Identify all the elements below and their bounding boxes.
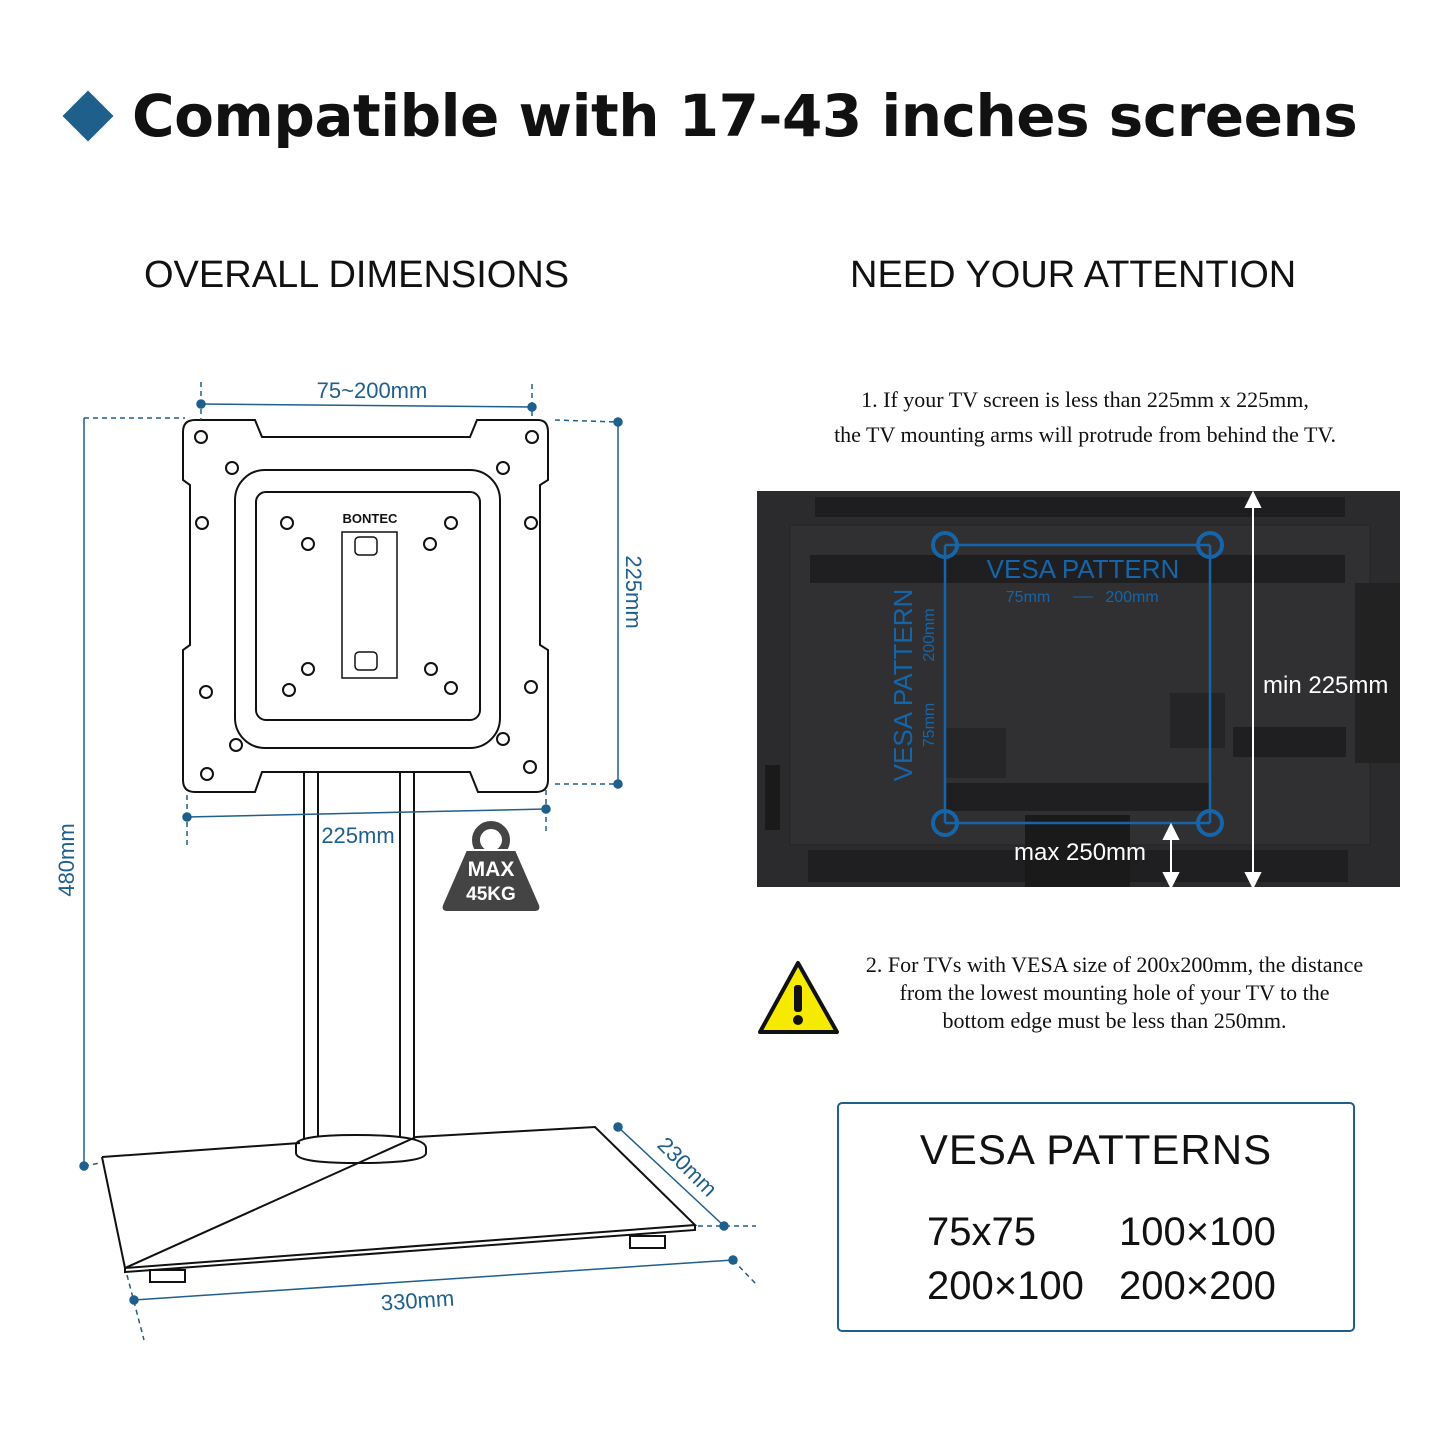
weight-badge-line2: 45KG (466, 884, 516, 905)
note1-line2: the TV mounting arms will protrude from … (834, 422, 1336, 447)
plate-holes (194, 430, 539, 781)
vesa-item: 200×200 (1119, 1264, 1276, 1308)
plate-hole (301, 662, 315, 676)
vesa-min-vertical: 75mm (921, 703, 938, 747)
attention-note-2: 2. For TVs with VESA size of 200x200mm, … (832, 951, 1397, 1035)
attention-note-1: 1. If your TV screen is less than 225mm … (780, 382, 1390, 452)
vesa-pattern-label-horizontal: VESA PATTERN (987, 554, 1180, 584)
stand-drawing: BONTEC (101, 419, 698, 1283)
page-title: Compatible with 17-43 inches screens (132, 82, 1358, 150)
vesa-hole-markers (931, 531, 1224, 837)
brand-logo: BONTEC (343, 511, 399, 526)
vesa-max-horizontal: 200mm (1105, 589, 1158, 606)
plate-hole (199, 685, 213, 699)
plate-hole (424, 662, 438, 676)
weight-badge-line1: MAX (468, 858, 515, 881)
bracket (341, 531, 398, 679)
plate-hole (496, 461, 510, 475)
plate-hole (496, 732, 510, 746)
pole-collar (295, 1133, 427, 1165)
vesa-item: 75x75 (927, 1210, 1036, 1254)
vesa-range-label: 75~200mm (317, 378, 428, 403)
plate-hole (200, 767, 214, 781)
vesa-patterns-title: VESA PATTERNS (919, 1126, 1273, 1173)
plate-hole (280, 516, 294, 530)
plate-hole (194, 430, 208, 444)
vesa-item: 100×100 (1119, 1210, 1276, 1254)
max-250mm-label: max 250mm (1014, 839, 1146, 866)
vesa-max-vertical: 200mm (921, 608, 938, 661)
plate-hole (444, 681, 458, 695)
min-225mm-label: min 225mm (1263, 672, 1388, 699)
attention-heading: NEED YOUR ATTENTION (850, 254, 1297, 296)
weight-badge: MAX 45KG (440, 821, 542, 913)
total-height-label: 480mm (54, 823, 79, 896)
plate-hole (525, 430, 539, 444)
plate-hole (523, 760, 537, 774)
plate-hole (225, 461, 239, 475)
vesa-pattern-label-vertical: VESA PATTERN (888, 589, 918, 782)
base-width-label: 330mm (380, 1285, 455, 1315)
note2-line3: bottom edge must be less than 250mm. (942, 1008, 1287, 1033)
plate-hole (524, 516, 538, 530)
dimension-lines (79, 382, 757, 1341)
mounting-plate (182, 419, 549, 793)
vesa-item: 200×100 (927, 1264, 1084, 1308)
plate-hole (282, 683, 296, 697)
tv-back-photo: VESA PATTERN 75mm 200mm VESA PATTERN 75m… (757, 490, 1400, 890)
plate-hole (423, 537, 437, 551)
plate-width-label: 225mm (321, 823, 394, 848)
plate-hole (444, 516, 458, 530)
plate-hole (195, 516, 209, 530)
vesa-min-horizontal: 75mm (1006, 589, 1050, 606)
warning-icon (758, 961, 839, 1034)
plate-hole (229, 738, 243, 752)
plate-hole (301, 537, 315, 551)
note2-line1: 2. For TVs with VESA size of 200x200mm, … (865, 952, 1364, 977)
note2-line2: from the lowest mounting hole of your TV… (899, 980, 1330, 1005)
vesa-patterns-box: VESA PATTERNS 75x75 100×100 200×100 200×… (837, 1102, 1355, 1332)
overall-dimensions-heading: OVERALL DIMENSIONS (144, 254, 570, 296)
plate-height-label: 225mm (621, 555, 646, 628)
plate-hole (524, 680, 538, 694)
note1-line1: 1. If your TV screen is less than 225mm … (861, 387, 1309, 412)
